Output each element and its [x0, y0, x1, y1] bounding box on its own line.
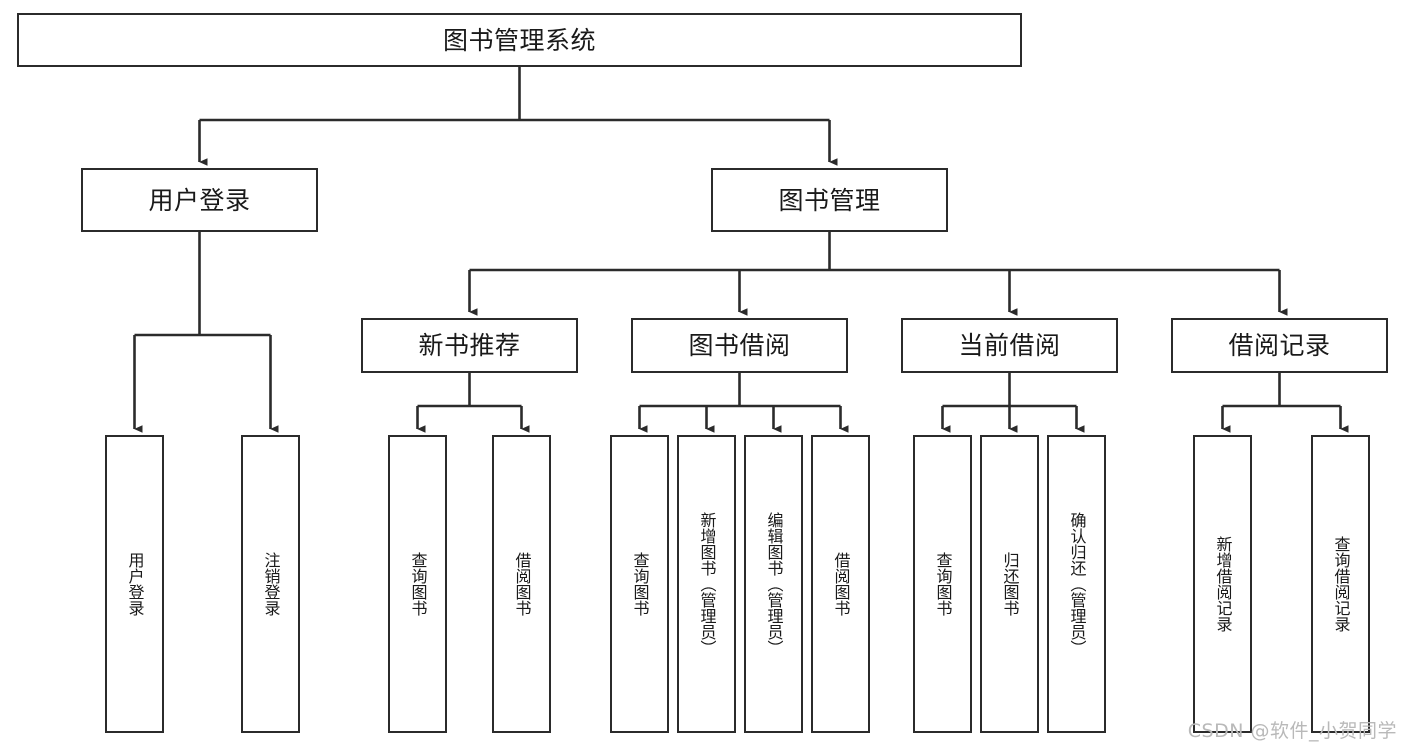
node-label: 查询图书	[408, 552, 428, 616]
leaf-current-borrow-return-book[interactable]: 归还图书	[980, 435, 1039, 733]
node-label: 当前借阅	[958, 331, 1061, 360]
leaf-user-login-login[interactable]: 用户登录	[105, 435, 164, 733]
leaf-user-login-logout[interactable]: 注销登录	[241, 435, 300, 733]
node-user-login[interactable]: 用户登录	[81, 168, 318, 232]
leaf-book-borrow-edit-book[interactable]: 编辑图书（管理员）	[744, 435, 803, 733]
node-label: 新书推荐	[418, 331, 521, 360]
node-label: 图书管理	[778, 185, 881, 215]
node-book-borrow[interactable]: 图书借阅	[631, 318, 848, 373]
node-label: 用户登录	[125, 552, 145, 616]
leaf-current-borrow-confirm-return[interactable]: 确认归还（管理员）	[1047, 435, 1106, 733]
leaf-book-borrow-borrow-book[interactable]: 借阅图书	[811, 435, 870, 733]
node-book-management[interactable]: 图书管理	[711, 168, 948, 232]
node-label: 借阅图书	[512, 552, 532, 616]
leaf-book-borrow-query-book[interactable]: 查询图书	[610, 435, 669, 733]
node-root-book-management-system[interactable]: 图书管理系统	[17, 13, 1022, 67]
node-label: 借阅记录	[1228, 331, 1331, 360]
node-label: 借阅图书	[831, 552, 851, 616]
leaf-borrow-record-add-record[interactable]: 新增借阅记录	[1193, 435, 1252, 733]
node-label: 图书管理系统	[442, 25, 596, 55]
node-label: 查询图书	[630, 552, 650, 616]
leaf-borrow-record-query-record[interactable]: 查询借阅记录	[1311, 435, 1370, 733]
leaf-book-borrow-add-book[interactable]: 新增图书（管理员）	[677, 435, 736, 733]
node-label: 图书借阅	[688, 331, 791, 360]
node-current-borrow[interactable]: 当前借阅	[901, 318, 1118, 373]
node-label: 查询借阅记录	[1331, 536, 1351, 632]
node-label: 编辑图书（管理员）	[764, 512, 784, 656]
leaf-new-book-query-book[interactable]: 查询图书	[388, 435, 447, 733]
node-new-book-recommend[interactable]: 新书推荐	[361, 318, 578, 373]
node-label: 确认归还（管理员）	[1067, 512, 1087, 656]
node-label: 归还图书	[1000, 552, 1020, 616]
node-label: 查询图书	[933, 552, 953, 616]
node-label: 注销登录	[261, 552, 281, 616]
node-label: 用户登录	[148, 185, 251, 215]
node-label: 新增借阅记录	[1213, 536, 1233, 632]
node-borrow-record[interactable]: 借阅记录	[1171, 318, 1388, 373]
leaf-new-book-borrow-book[interactable]: 借阅图书	[492, 435, 551, 733]
leaf-current-borrow-query-book[interactable]: 查询图书	[913, 435, 972, 733]
watermark-text: CSDN @软件_小贺同学	[1187, 720, 1397, 742]
node-label: 新增图书（管理员）	[697, 512, 717, 656]
